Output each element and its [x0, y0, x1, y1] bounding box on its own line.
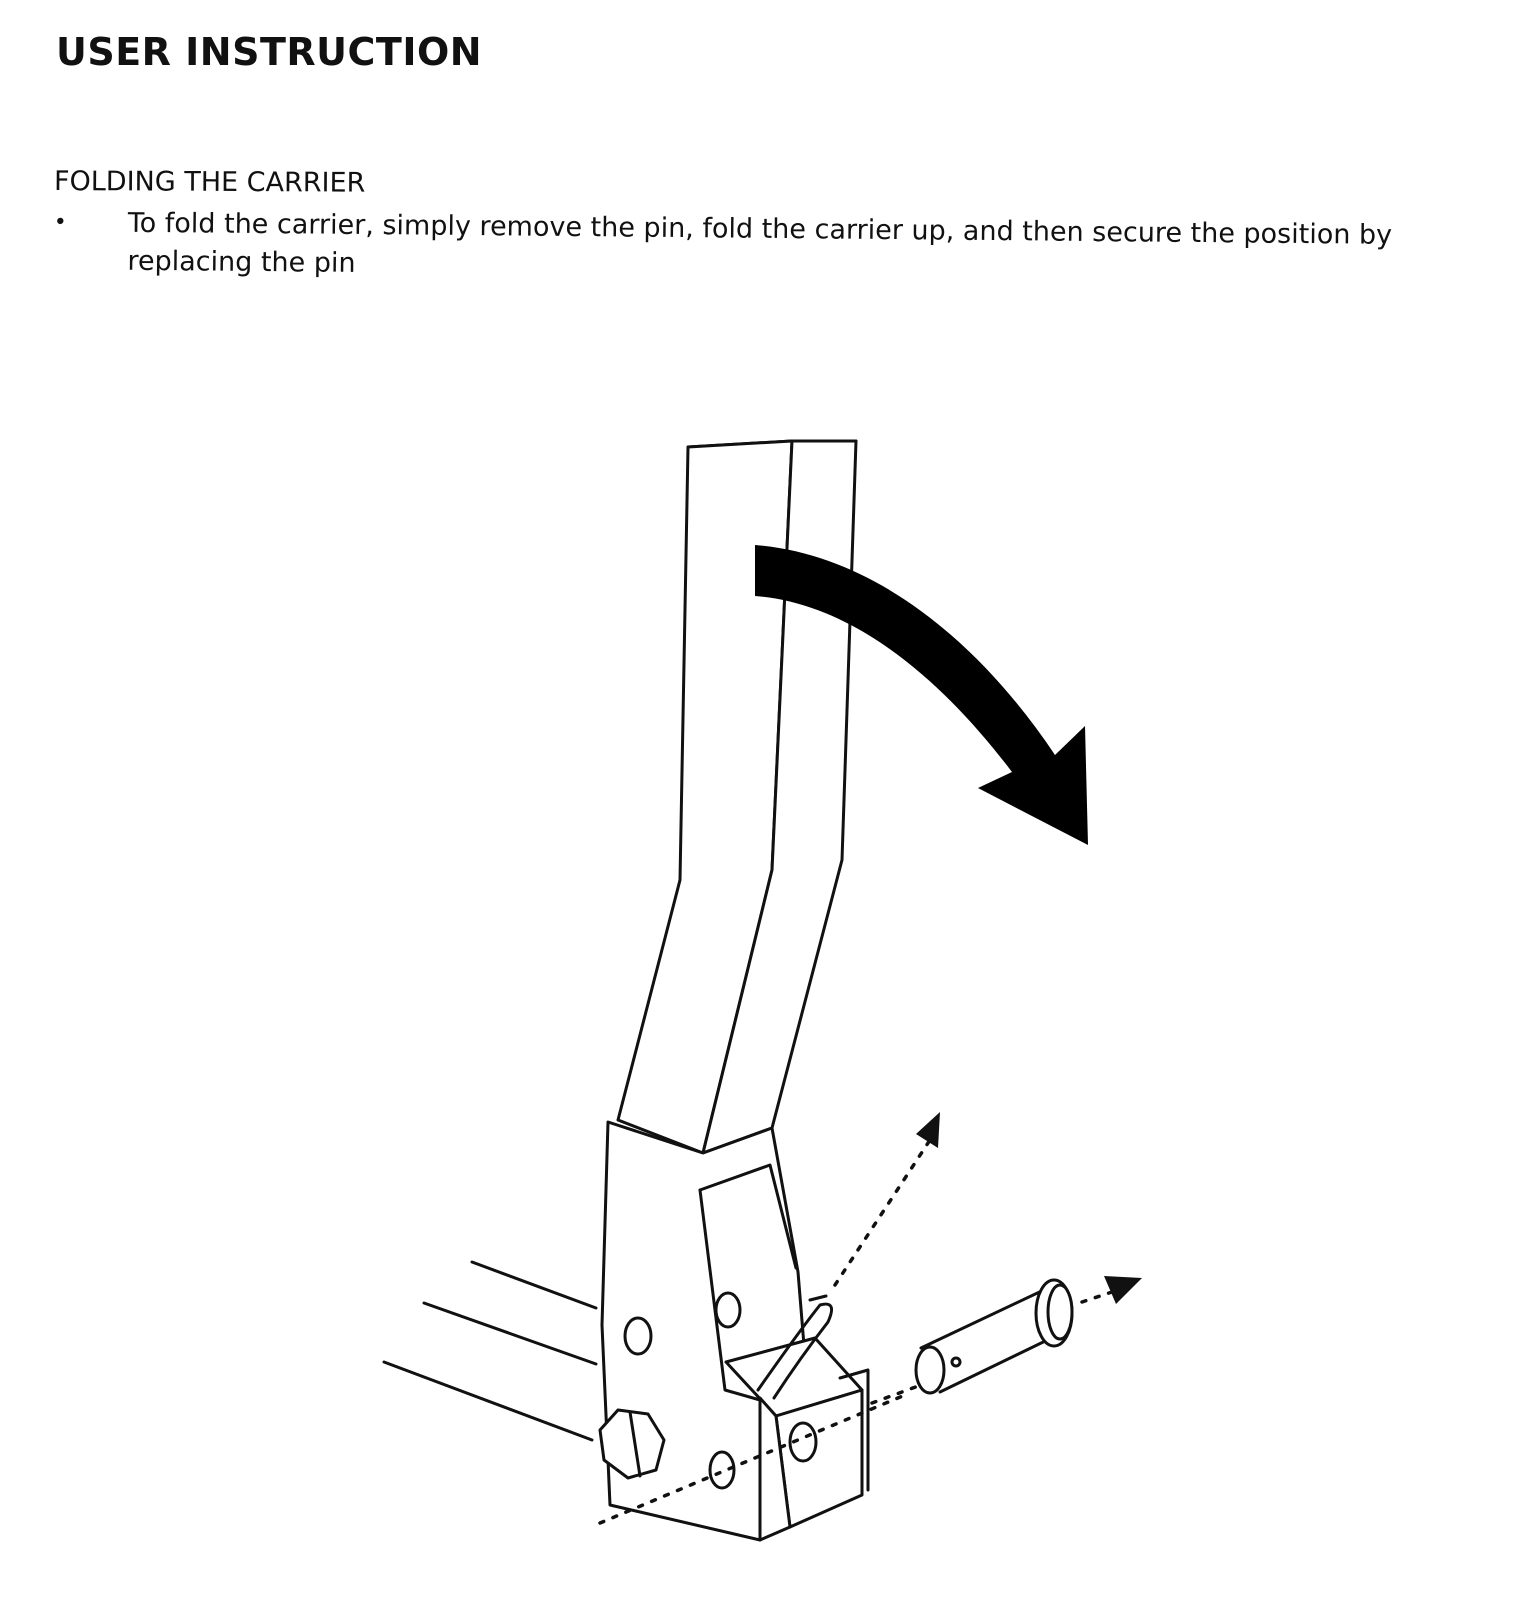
carrier-fold-illustration — [382, 439, 1142, 1542]
bullet-icon: • — [53, 209, 67, 236]
instruction-bullet: • To fold the carrier, simply remove the… — [54, 204, 1494, 279]
mount-bracket — [600, 1120, 870, 1542]
instruction-text: To fold the carrier, simply remove the p… — [127, 207, 1393, 279]
page-title: USER INSTRUCTION — [56, 30, 483, 74]
hitch-tube-lines — [382, 1260, 598, 1442]
bolt-head — [598, 1408, 666, 1480]
section-heading: FOLDING THE CARRIER — [53, 166, 366, 199]
fold-direction-arrow — [755, 545, 1088, 845]
hitch-clip — [756, 1294, 834, 1400]
dotted-arrowheads — [916, 1112, 1142, 1304]
upright-post — [616, 439, 858, 1155]
hitch-pin — [914, 1278, 1074, 1395]
